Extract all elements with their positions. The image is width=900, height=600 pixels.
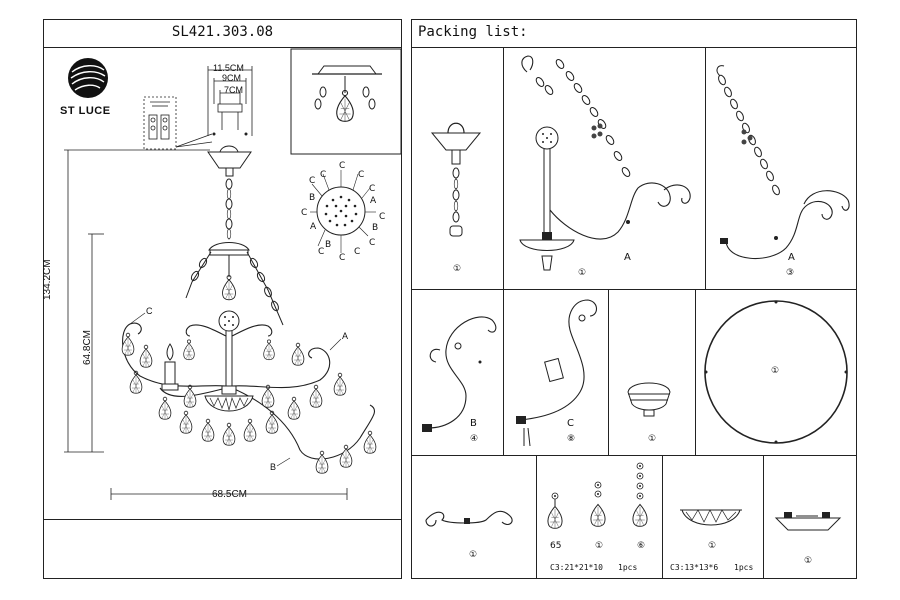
dim-bracket-width: 7CM [224, 85, 244, 95]
assembly-drawing-panel [43, 19, 402, 579]
packing-header-divider [411, 47, 857, 48]
bowl-pcs: 1pcs [734, 563, 754, 572]
crystal-qty: 65 [550, 541, 562, 551]
crystal-qty: ⑥ [637, 541, 646, 551]
part-qty: ① [469, 550, 478, 560]
part-label: C [567, 418, 574, 429]
crystal-qty: ① [595, 541, 604, 551]
plate-letter: B [325, 240, 332, 250]
packing-list-panel [411, 19, 857, 579]
part-qty: ① [804, 556, 813, 566]
part-qty: ④ [470, 434, 479, 444]
part-qty: ① [771, 366, 780, 376]
plate-letter: C [318, 247, 325, 257]
arm-label-c: C [146, 306, 153, 316]
plate-letter: A [370, 196, 377, 206]
crystal-spec: C3:21*21*10 [550, 563, 603, 572]
part-qty: ① [648, 434, 657, 444]
plate-letter: B [309, 193, 316, 203]
plate-letter: C [369, 238, 376, 248]
plate-letter: C [320, 170, 327, 180]
plate-letter: C [339, 253, 346, 263]
dim-total-height: 134.2CM [42, 259, 53, 300]
plate-letter: C [358, 170, 365, 180]
plate-letter: C [369, 184, 376, 194]
part-qty: ① [708, 541, 717, 551]
part-label: A [788, 252, 795, 263]
bowl-spec: C3:13*13*6 [670, 563, 719, 572]
part-qty: ① [578, 268, 587, 278]
model-number: SL421.303.08 [171, 24, 274, 40]
dim-width: 68.5CM [212, 489, 248, 500]
footer-divider [43, 519, 402, 520]
part-qty: ⑧ [567, 434, 576, 444]
part-qty: ③ [786, 268, 795, 278]
plate-letter: C [309, 176, 316, 186]
packing-list-header: Packing list: [418, 24, 528, 40]
crystal-pcs: 1pcs [618, 563, 638, 572]
part-label: B [470, 418, 477, 429]
brand-name: ST LUCE [60, 105, 111, 117]
plate-letter: C [354, 247, 361, 257]
plate-letter: C [379, 212, 386, 222]
plate-letter: C [301, 208, 308, 218]
dim-canopy-width: 11.5CM [213, 63, 244, 73]
plate-letter: A [310, 222, 317, 232]
model-title-divider [43, 47, 402, 48]
arm-label-a: A [342, 331, 349, 341]
part-label: A [624, 252, 631, 263]
plate-letter: B [372, 223, 379, 233]
dim-body-height: 64.8CM [82, 329, 93, 365]
part-qty: ① [453, 264, 462, 274]
plate-letter: C [339, 161, 346, 171]
dim-mount-width: 9CM [222, 73, 242, 83]
arm-label-b: B [270, 462, 277, 472]
